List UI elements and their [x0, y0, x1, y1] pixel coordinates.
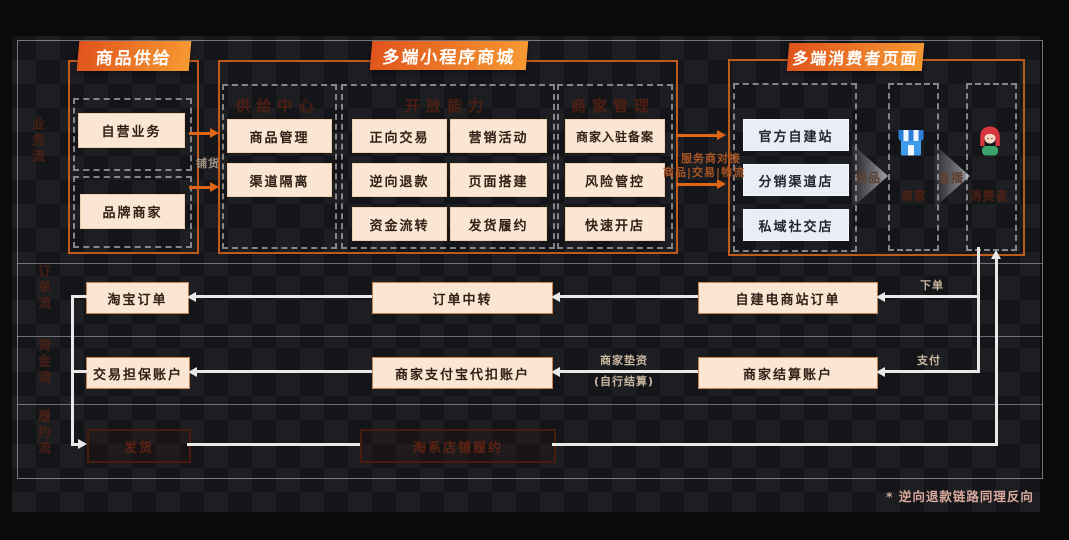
merchant-group [888, 83, 939, 251]
advance-label-1: 商家垫资 [600, 354, 648, 367]
node-official-site: 官方自建站 [743, 119, 849, 151]
line-relay-to-taobao [195, 295, 372, 298]
arrowhead [551, 292, 560, 302]
arrow-supply-to-mall-1 [189, 132, 211, 135]
lane-separator [17, 404, 1042, 405]
node-brand-merchant: 品牌商家 [80, 194, 185, 229]
lane-label-order: 订单流 [35, 264, 50, 312]
connector-vertical-left [71, 295, 74, 446]
chevron-select-label: 选品 [855, 171, 882, 185]
node-merchant-settle: 商家结算账户 [698, 357, 878, 389]
open-ability-group [341, 84, 555, 249]
line-pay [884, 370, 979, 373]
node-page-builder: 页面搭建 [450, 163, 547, 197]
node-self-site-order: 自建电商站订单 [698, 282, 878, 314]
arrowhead [717, 130, 726, 140]
arrow-supply-to-mall-2 [189, 186, 211, 189]
node-quick-shop: 快速开店 [565, 207, 665, 241]
stock-label: 铺货 [196, 157, 220, 170]
header-consumer: 多端消费者页面 [786, 43, 925, 71]
merchant-mgmt-group [557, 84, 673, 249]
connector-stub-2 [71, 370, 87, 373]
node-product-mgmt: 商品管理 [227, 119, 332, 153]
line-ship-to-fulfil [187, 443, 360, 446]
arrow-mall-to-consumer-1 [676, 134, 718, 137]
arrowhead [551, 367, 560, 377]
storefront-icon [896, 128, 926, 162]
arrowhead [876, 292, 885, 302]
arrowhead [210, 128, 219, 138]
lane-label-business: 业务流 [29, 117, 44, 165]
supply-center-title: 供给中心 [235, 97, 320, 115]
node-ship: 发货 [87, 429, 191, 463]
shopper-group [966, 83, 1017, 251]
node-reverse-refund: 逆向退款 [352, 163, 447, 197]
footnote: * 逆向退款链路同理反向 [886, 489, 1034, 504]
node-private-social-store: 私域社交店 [743, 209, 849, 241]
merchant-mgmt-title: 商家管理 [570, 97, 655, 115]
lane-label-fulfillment: 履约流 [35, 409, 50, 457]
lane-label-funds: 资金流 [35, 338, 50, 386]
connector-bottom [71, 443, 80, 446]
consumer-down-line [977, 247, 980, 373]
line-fulfil-to-consumer [552, 443, 998, 446]
arrowhead [78, 439, 87, 449]
node-marketing: 营销活动 [450, 119, 547, 153]
node-distribution-store: 分销渠道店 [743, 164, 849, 196]
swimlane-frame [17, 40, 1043, 479]
shopper-label: 消费者 [969, 189, 1009, 203]
node-ship-fulfil: 发货履约 [450, 207, 547, 241]
lane-separator [17, 336, 1042, 337]
node-risk-control: 风险管控 [565, 163, 665, 197]
node-alipay-withhold: 商家支付宝代扣账户 [372, 357, 553, 389]
node-order-relay: 订单中转 [372, 282, 553, 314]
advance-label-2: (自行结算) [593, 375, 655, 388]
arrowhead [187, 292, 196, 302]
node-forward-trade: 正向交易 [352, 119, 447, 153]
node-tao-fulfil: 淘系店铺履约 [360, 429, 556, 463]
arrowhead [210, 182, 219, 192]
place-order-label: 下单 [920, 279, 944, 292]
merchant-label: 商家 [900, 189, 927, 203]
brand-merchant-group [73, 176, 192, 248]
chevron-live-label: 直播 [938, 171, 965, 185]
connector-stub-1 [71, 295, 87, 298]
line-withhold-to-guarantee [196, 370, 372, 373]
line-selfsite-to-relay [559, 295, 698, 298]
open-ability-title: 开放能力 [404, 97, 489, 115]
arrowhead [717, 179, 726, 189]
node-guarantee-account: 交易担保账户 [86, 357, 190, 389]
person-icon [976, 125, 1004, 161]
line-settle-to-withhold [559, 370, 698, 373]
node-self-business: 自营业务 [78, 113, 185, 148]
arrowhead-up [991, 250, 1001, 259]
node-channel-isolation: 渠道隔离 [227, 163, 332, 197]
node-merchant-onboard: 商家入驻备案 [565, 119, 665, 153]
supply-center-group [222, 84, 337, 249]
arrowhead [188, 367, 197, 377]
pay-label: 支付 [917, 354, 941, 367]
header-supply: 商品供给 [76, 41, 192, 71]
bridge-label-2: 商品|交易|物流 [662, 166, 746, 179]
node-taobao-order: 淘宝订单 [86, 282, 189, 314]
fulfil-up-line [995, 258, 998, 445]
bridge-label-1: 服务商对接 [681, 152, 741, 165]
lane-separator [17, 263, 1042, 264]
header-mall: 多端小程序商城 [369, 41, 529, 70]
line-place-order [884, 295, 979, 298]
arrowhead [876, 367, 885, 377]
arrow-mall-to-consumer-2 [676, 183, 718, 186]
node-fund-flow: 资金流转 [352, 207, 447, 241]
